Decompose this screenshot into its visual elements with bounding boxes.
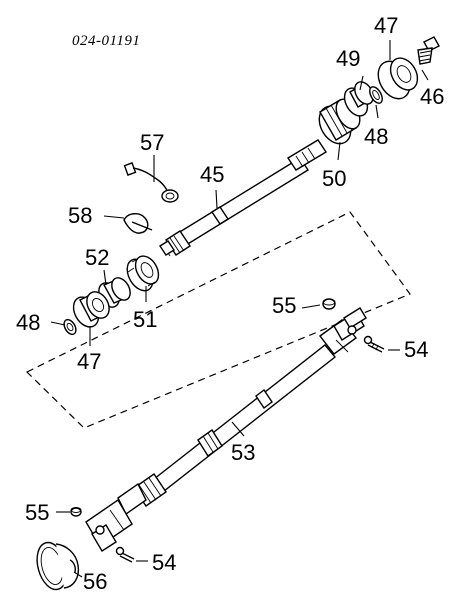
lower-steering-shaft: [117, 344, 336, 516]
bolt-54-top: [363, 335, 385, 353]
universal-joint-upper: [319, 307, 367, 355]
dust-boot-56: [36, 541, 80, 591]
bearing-ring-49: [343, 81, 374, 117]
callout-56: 56: [83, 569, 107, 594]
snap-ring-51: [126, 255, 160, 292]
callout-54-bottom: 54: [152, 550, 176, 575]
upper-steering-shaft: [159, 139, 327, 257]
callout-49: 49: [336, 46, 360, 71]
callout-50: 50: [322, 166, 346, 191]
callout-55-bottom: 55: [25, 500, 49, 525]
callout-55-top: 55: [272, 293, 296, 318]
nut-55-bottom: [70, 507, 82, 517]
wire-harness-57: [123, 162, 179, 203]
callout-51: 51: [133, 307, 157, 332]
bolt-46: [417, 36, 440, 65]
callout-47-top: 47: [374, 13, 398, 38]
universal-joint-lower: [85, 498, 133, 552]
drawing-code: 024-01191: [72, 33, 140, 49]
callout-46: 46: [420, 84, 444, 109]
callout-57: 57: [140, 130, 164, 155]
callout-45: 45: [200, 162, 224, 187]
bushing-47-left: [72, 291, 110, 328]
washer-48-left: [63, 318, 77, 336]
callout-47-left: 47: [77, 349, 101, 374]
leader-lines: [50, 40, 429, 578]
washer-48-top: [369, 86, 383, 104]
callout-58: 58: [68, 203, 92, 228]
nut-55-top: [322, 298, 336, 310]
clip-58: [123, 213, 153, 234]
callout-48-top: 48: [364, 124, 388, 149]
callout-53: 53: [231, 440, 255, 465]
dashed-assembly-outline: [25, 211, 411, 429]
bushing-47-top: [377, 57, 419, 100]
callout-54-top: 54: [404, 337, 428, 362]
callout-48-left: 48: [16, 310, 40, 335]
callout-52: 52: [85, 245, 109, 270]
bolt-54-bottom: [115, 546, 135, 563]
